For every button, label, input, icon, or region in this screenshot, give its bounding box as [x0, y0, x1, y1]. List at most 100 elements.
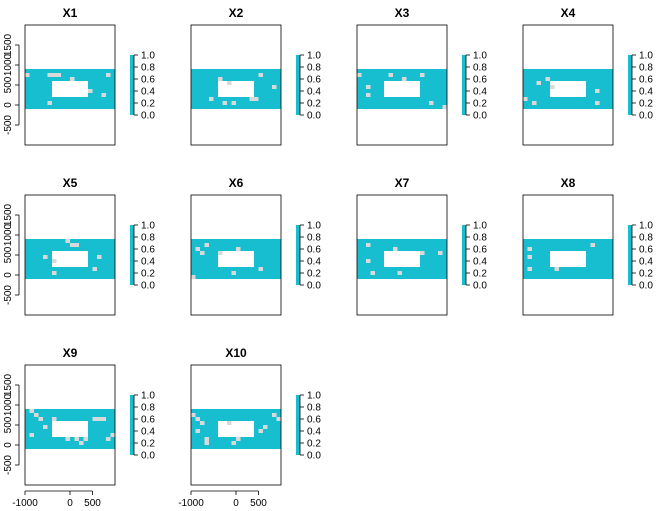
plot-frame	[190, 24, 282, 146]
empty-region	[384, 81, 420, 97]
heatmap-cell	[52, 73, 57, 77]
heatmap-cell	[545, 77, 550, 81]
colorbar-tick-label: 0.0	[307, 111, 321, 122]
heatmap-cell	[366, 85, 371, 89]
colorbar-tick-label: 0.2	[141, 439, 155, 450]
colorbar-tick-label: 1.0	[307, 51, 321, 62]
colorbar-tick-label: 1.0	[307, 391, 321, 402]
empty-region	[218, 421, 254, 437]
empty-region	[52, 421, 88, 437]
y-tick-label: 0	[3, 272, 14, 278]
heatmap-cell	[83, 437, 88, 441]
colorbar-tick-label: 0.2	[473, 99, 487, 110]
heatmap-cell	[429, 101, 434, 105]
empty-region	[52, 251, 88, 267]
heatmap-cell	[366, 259, 371, 263]
colorbar-tick-label: 0.2	[141, 99, 155, 110]
heatmap-cell	[52, 259, 57, 263]
heatmap-cell	[43, 255, 48, 259]
colorbar-tick-label: 0.4	[141, 427, 155, 438]
x-tick-label: 500	[84, 498, 101, 509]
heatmap-cell	[218, 251, 223, 255]
heatmap-cell	[523, 97, 528, 101]
heatmap-cell	[222, 101, 227, 105]
empty-region	[550, 251, 586, 267]
x-tick-label: 500	[250, 498, 267, 509]
colorbar-tick-label: 0.8	[639, 233, 653, 244]
y-tick-label: 1000	[3, 53, 14, 76]
colorbar-tick-label: 0.6	[307, 75, 321, 86]
colorbar-tick-label: 0.0	[473, 281, 487, 292]
y-tick-label: 500	[3, 76, 14, 93]
colorbar-tick-label: 0.6	[141, 245, 155, 256]
heatmap-cell	[47, 73, 52, 77]
colorbar-tick-label: 0.8	[307, 63, 321, 74]
heatmap-cell	[236, 437, 241, 441]
heatmap-cell	[420, 251, 425, 255]
heatmap-cell	[227, 81, 232, 85]
heatmap-cell	[195, 417, 200, 421]
colorbar-tick-label: 1.0	[141, 51, 155, 62]
panel-title: X1	[63, 6, 78, 20]
y-tick-label: 1000	[3, 223, 14, 246]
colorbar	[130, 395, 134, 455]
heatmap-cell	[231, 441, 236, 445]
colorbar-tick-label: 0.4	[473, 87, 487, 98]
heatmap-cell	[527, 255, 532, 259]
colorbar-tick-label: 0.6	[639, 75, 653, 86]
plot-frame	[24, 364, 116, 486]
panel-x7: X71.00.80.60.40.20.0	[356, 176, 487, 316]
heatmap-cell	[388, 73, 393, 77]
colorbar-tick-label: 0.6	[473, 245, 487, 256]
colorbar-tick-label: 0.4	[141, 257, 155, 268]
heatmap-cell	[209, 97, 214, 101]
heatmap-cell	[79, 441, 84, 445]
x-tick-label: 0	[67, 498, 73, 509]
heatmap-cell	[527, 247, 532, 251]
colorbar-tick-label: 0.0	[141, 281, 155, 292]
heatmap-cell	[218, 77, 223, 81]
heatmap-cell	[366, 243, 371, 247]
y-tick-label: 0	[3, 102, 14, 108]
colorbar-tick-label: 0.4	[473, 257, 487, 268]
colorbar-tick-label: 0.2	[639, 99, 653, 110]
heatmap-cell	[532, 101, 537, 105]
panel-title: X3	[395, 6, 410, 20]
heatmap-cell	[420, 73, 425, 77]
y-tick-label: -500	[3, 115, 14, 135]
colorbar-tick-label: 1.0	[307, 221, 321, 232]
heatmap-cell	[101, 417, 106, 421]
colorbar-tick-label: 0.8	[307, 233, 321, 244]
panel-title: X9	[63, 346, 78, 360]
colorbar-tick-label: 0.0	[307, 281, 321, 292]
empty-region	[384, 251, 420, 267]
colorbar-tick-label: 1.0	[639, 221, 653, 232]
plot-frame	[356, 194, 448, 316]
colorbar-tick-label: 1.0	[141, 391, 155, 402]
heatmap-cell	[595, 101, 600, 105]
plot-frame	[522, 194, 614, 316]
heatmap-cell	[200, 421, 205, 425]
colorbar-tick-label: 0.4	[307, 257, 321, 268]
heatmap-cell	[38, 417, 43, 421]
y-tick-label: -500	[3, 455, 14, 475]
panel-title: X8	[561, 176, 576, 190]
colorbar-tick-label: 0.6	[473, 75, 487, 86]
panel-x3: X31.00.80.60.40.20.0	[356, 6, 487, 146]
panel-title: X10	[225, 346, 247, 360]
colorbar-tick-label: 1.0	[141, 221, 155, 232]
heatmap-cell	[527, 267, 532, 271]
heatmap-cell	[70, 77, 75, 81]
heatmap-cell	[88, 89, 93, 93]
empty-region	[550, 81, 586, 97]
plot-frame	[24, 194, 116, 316]
heatmap-cell	[34, 413, 39, 417]
panel-x4: X41.00.80.60.40.20.0	[522, 6, 653, 146]
colorbar	[296, 395, 300, 455]
heatmap-cell	[536, 81, 541, 85]
empty-region	[52, 81, 88, 97]
colorbar-tick-label: 0.4	[639, 87, 653, 98]
heatmap-cell	[204, 437, 209, 441]
